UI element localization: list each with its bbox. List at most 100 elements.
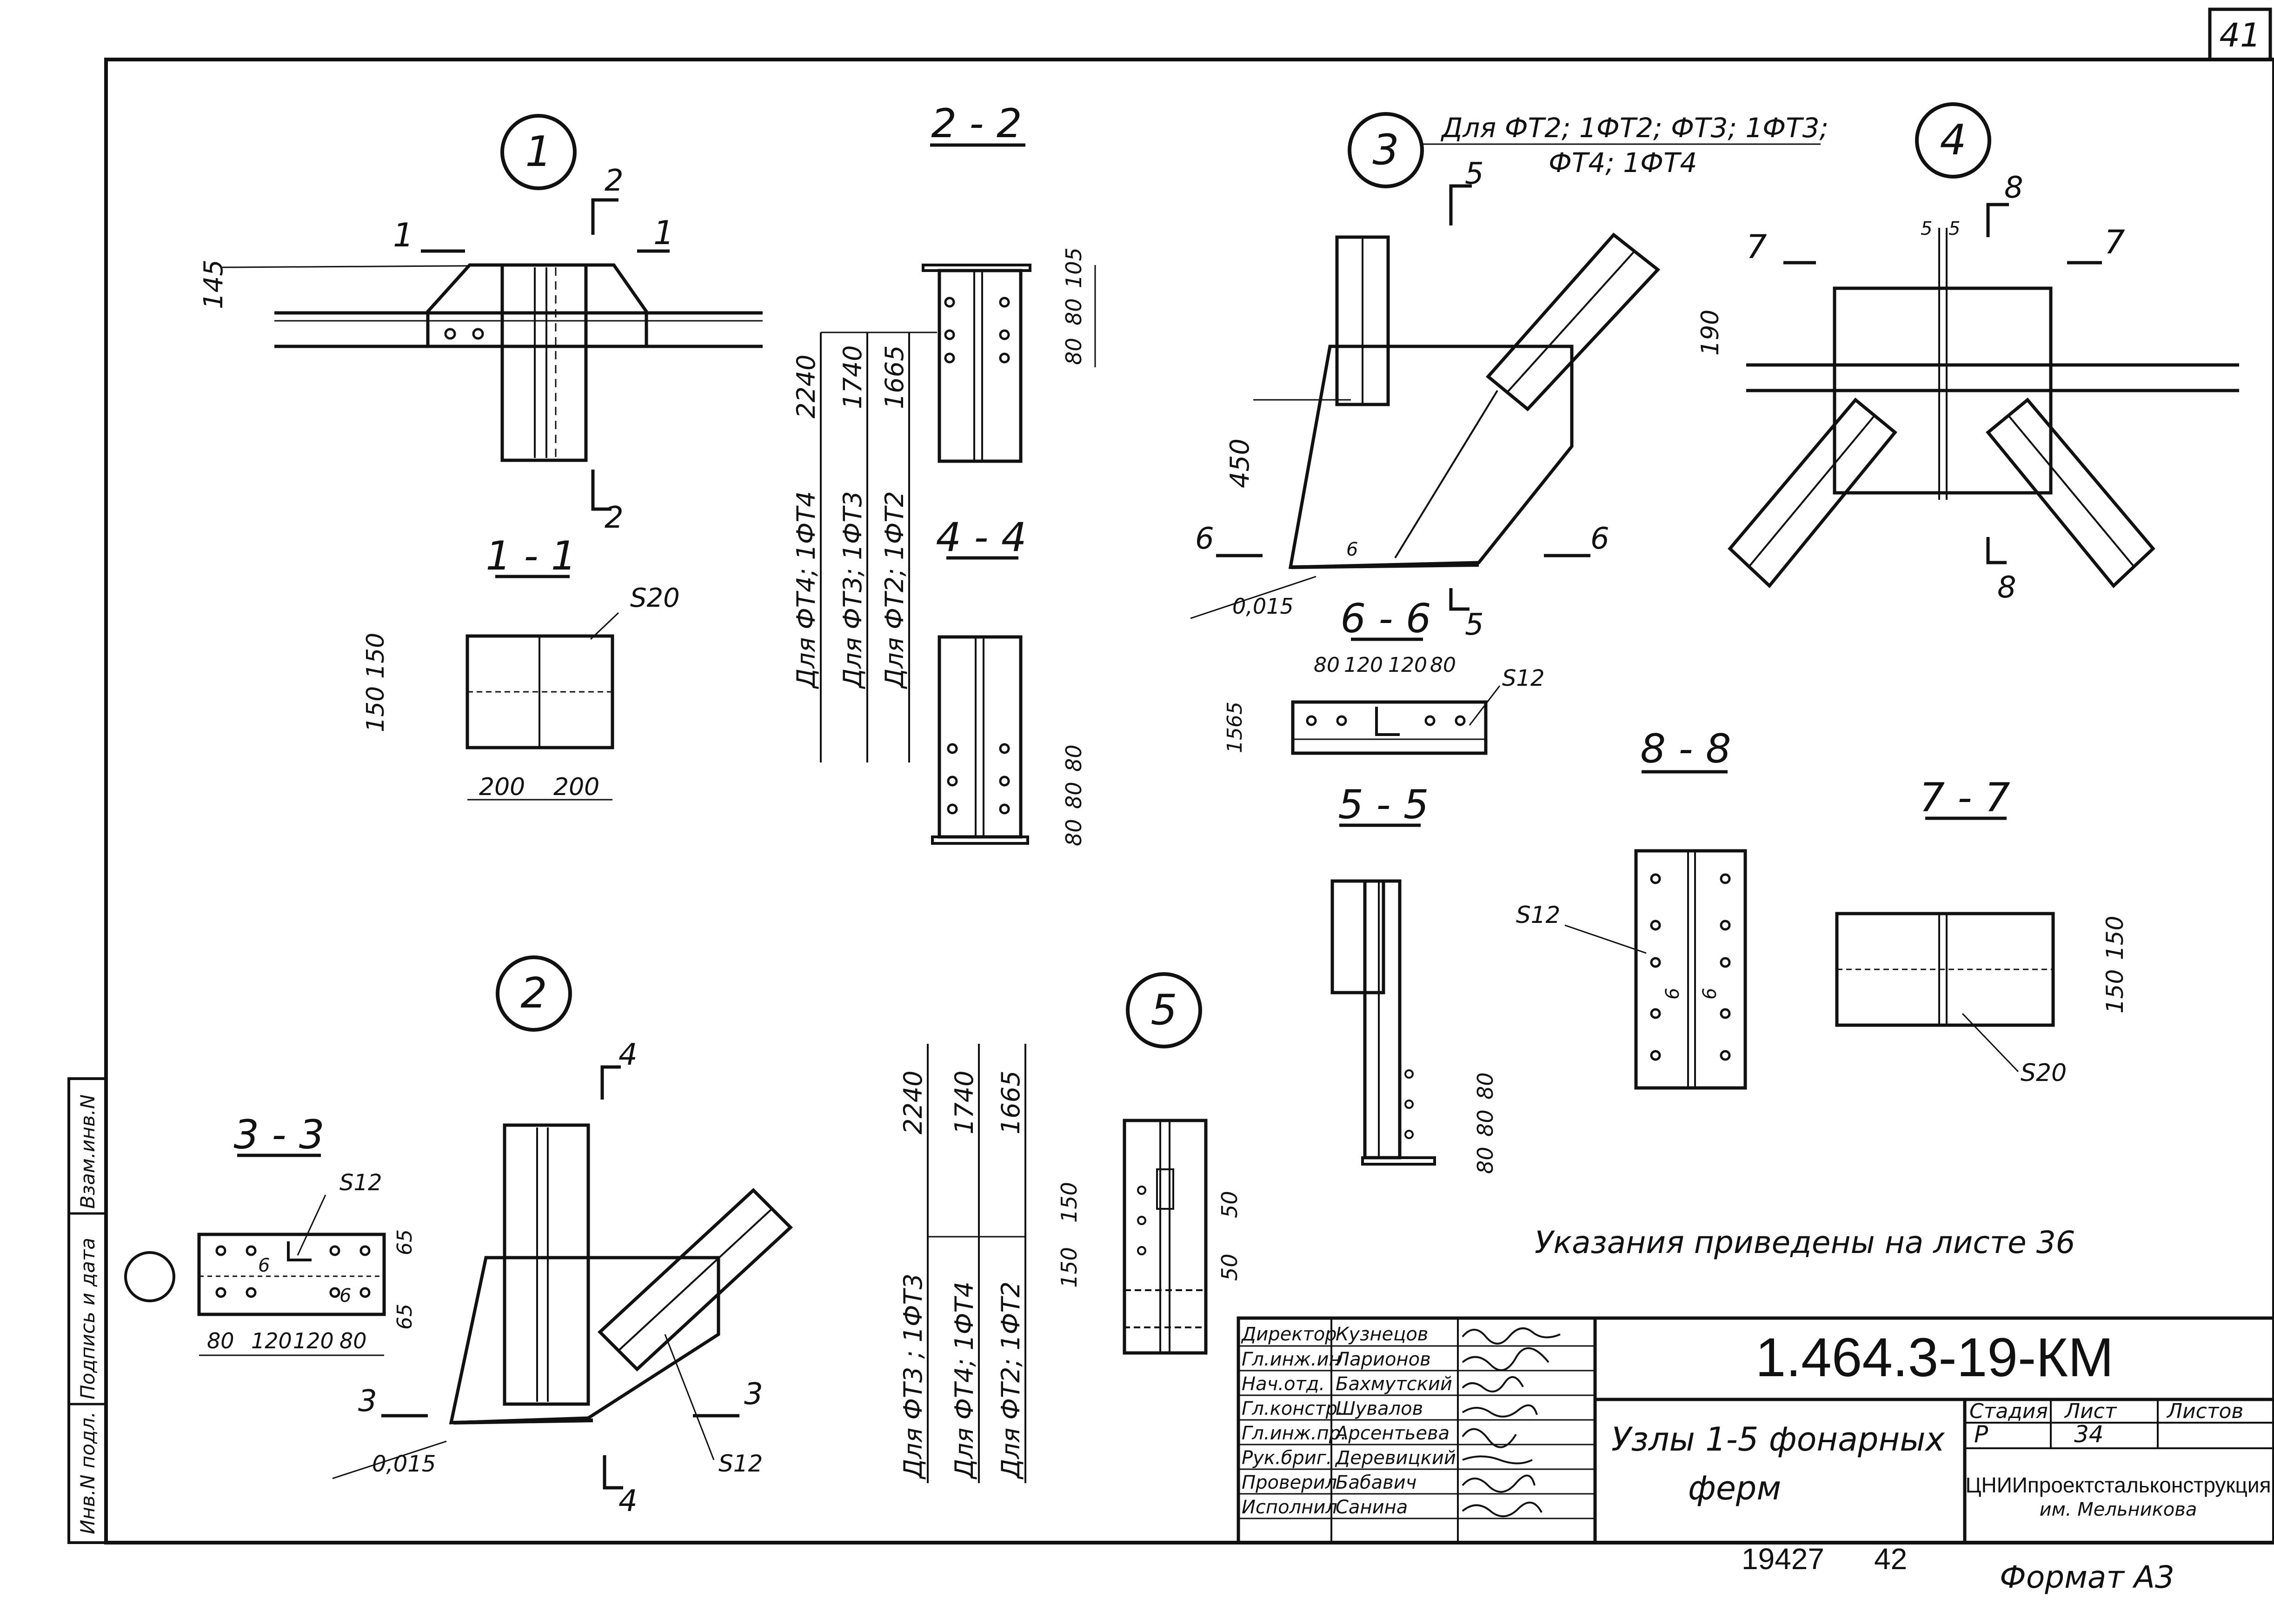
tb-title-line2: ферм (1688, 1469, 1781, 1507)
tb-sheets-label: Листов (2166, 1399, 2243, 1423)
section-3-3-drawing: 3 - 3 S12 6 6 65 65 80 120 120 80 (197, 1112, 417, 1356)
node-3-dim-450: 450 (1225, 438, 1255, 488)
node-1-cut-1-left: 1 (393, 216, 414, 254)
section-3-3-dim-120a: 120 (251, 1328, 292, 1353)
node-3-cut-6-left: 6 (1195, 522, 1214, 556)
sheet-number-box (2208, 7, 2272, 61)
tb-name-5: Деревицкий (1335, 1447, 1456, 1469)
signature-scribble-1 (1462, 1347, 1549, 1371)
tb-name-2: Бахмутский (1336, 1373, 1452, 1395)
section-1-1-dim-150-bottom: 150 (362, 686, 390, 732)
node-1-marker (500, 114, 577, 190)
tb-name-0: Кузнецов (1336, 1324, 1428, 1345)
node-5-label: 5 (1150, 986, 1177, 1034)
section-2-2-dim-105: 105 (1061, 247, 1086, 288)
section-1-1-weld-s20: S20 (630, 583, 680, 613)
section-8-8-weld-6a: 6 (1662, 988, 1683, 1000)
section-6-6-drawing: 6 - 6 80 120 120 80 S12 15 65 (1223, 596, 1545, 755)
node-2-weld-s12: S12 (718, 1450, 763, 1477)
node-2-slope: 0,015 (372, 1451, 436, 1477)
section-5-5-title: 5 - 5 (1338, 782, 1429, 828)
tb-stage-value: Р (1974, 1421, 1988, 1448)
tb-title-line1: Узлы 1-5 фонарных (1611, 1420, 1945, 1458)
section-5-5-dim-80b: 80 (1473, 1109, 1498, 1137)
stamp-replacement-label: Взам.инв.N (76, 1094, 99, 1209)
section-7-7-title: 7 - 7 (1919, 775, 2010, 821)
section-6-6-dim-80b: 80 (1430, 653, 1456, 677)
node-5-dim-1665: 1665 (996, 1071, 1025, 1134)
section-2-2-applic-ft4: Для ФТ4; 1ФТ4 (791, 491, 821, 689)
section-7-7-weld-s20: S20 (2021, 1059, 2067, 1087)
node-5-applic-ft2: Для ФТ2; 1ФТ2 (996, 1281, 1025, 1479)
signature-scribble-0 (1462, 1327, 1561, 1345)
node-5-dim-150-top: 150 (1057, 1182, 1082, 1223)
tb-name-4: Арсентьева (1334, 1423, 1450, 1444)
node-3-note-line1: Для ФТ2; 1ФТ2; ФТ3; 1ФТ3; (1440, 112, 1829, 144)
section-3-3-dim-65-top: 65 (393, 1229, 417, 1255)
tb-role-0: Директор (1241, 1324, 1337, 1345)
node-5-dim-50-bottom: 50 (1217, 1253, 1242, 1281)
section-4-4-title: 4 - 4 (936, 514, 1026, 561)
section-6-6-dim-120a: 120 (1344, 653, 1383, 677)
tb-name-3: Шувалов (1336, 1398, 1423, 1419)
title-block: Директор Кузнецов Гл.инж.ин Ларионов Нач… (1237, 1316, 2274, 1544)
tb-org: ЦНИИпроектстальконструкция (1965, 1473, 2271, 1497)
node-5-applic-ft3: Для ФТ3 ; 1ФТ3 (898, 1273, 928, 1479)
signature-scribble-4 (1462, 1428, 1517, 1448)
section-5-5-dim-80c: 80 (1473, 1147, 1498, 1174)
section-5-5-dim-80a: 80 (1473, 1072, 1498, 1100)
section-2-2-drawing: 2 - 2 105 80 80 2240 1740 1665 Для ФТ4; … (791, 100, 1096, 762)
section-2-2-dim-80b: 80 (1061, 338, 1086, 365)
section-8-8-title: 8 - 8 (1640, 726, 1731, 772)
node-3-slope: 0,015 (1232, 594, 1294, 619)
section-2-2-dim-1740: 1740 (838, 345, 867, 409)
tb-role-5: Рук.бриг. (1242, 1447, 1332, 1469)
section-3-3-weld-s12: S12 (339, 1170, 382, 1196)
section-8-8-weld-6b: 6 (1699, 988, 1721, 1000)
node-3-cut-5-top: 5 (1465, 157, 1484, 191)
tb-sheet-value: 34 (2074, 1421, 2104, 1448)
section-3-3-title: 3 - 3 (233, 1112, 324, 1158)
node-4-dim-5a: 5 (1921, 218, 1932, 239)
node-5-drawing: 5 2240 1740 1665 Для ФТ3 ; 1ФТ3 Для ФТ4;… (898, 972, 1242, 1483)
section-4-4-dim-80c: 80 (1061, 819, 1086, 846)
signature-scribble-2 (1462, 1376, 1524, 1392)
footer-inventory: 19427 (1742, 1542, 1824, 1576)
stamp-signature-label: Подпись и дата (76, 1238, 99, 1399)
node-4-cut-8-bottom: 8 (1997, 570, 2016, 605)
section-1-1-title: 1 - 1 (485, 533, 576, 579)
node-5-dim-2240: 2240 (898, 1071, 928, 1134)
section-1-1-drawing: 1 - 1 S20 150 150 200 200 (362, 533, 680, 801)
node-2-cut-3-right: 3 (744, 1377, 763, 1412)
footer-copy: 42 (1874, 1542, 1907, 1576)
section-8-8-weld-s12: S12 (1516, 901, 1560, 928)
section-3-3-dim-120b: 120 (293, 1328, 334, 1353)
section-2-2-dim-1665: 1665 (880, 345, 909, 409)
notes-reference: Указания приведены на листе 36 (1535, 1225, 2075, 1260)
signature-scribble-5 (1462, 1455, 1533, 1465)
tb-doc-code: 1.464.3-19-КМ (1755, 1327, 2114, 1388)
section-6-6-dim-80a: 80 (1314, 653, 1340, 677)
node-1-cut-1-right: 1 (653, 214, 674, 252)
section-7-7-dim-150-top: 150 (2101, 916, 2128, 960)
section-4-4-dim-80b: 80 (1061, 782, 1086, 809)
node-4-drawing: 4 5 5 190 7 7 8 8 (1696, 102, 2239, 605)
section-3-3-dim-65-bottom: 65 (393, 1304, 417, 1330)
section-6-6-dim-120b: 120 (1388, 653, 1427, 677)
node-5-marker (1126, 972, 1202, 1048)
node-5-dim-150-bottom: 150 (1057, 1247, 1082, 1288)
node-5-dim-1740: 1740 (950, 1071, 979, 1134)
tb-role-6: Проверил (1242, 1472, 1337, 1493)
section-7-7-dim-150-bottom: 150 (2101, 969, 2128, 1014)
section-4-4-drawing: 4 - 4 80 80 80 (931, 514, 1086, 846)
tb-role-3: Гл.констр. (1242, 1398, 1343, 1419)
tb-role-4: Гл.инж.пр. (1242, 1423, 1347, 1444)
footer-format: Формат А3 (2000, 1559, 2174, 1595)
node-1-label: 1 (525, 127, 552, 176)
section-2-2-title: 2 - 2 (931, 100, 1022, 147)
node-4-dim-5b: 5 (1948, 218, 1960, 239)
tb-name-1: Ларионов (1335, 1349, 1431, 1370)
sheet-frame (104, 58, 2274, 1544)
tb-sheet-label: Лист (2064, 1399, 2117, 1423)
